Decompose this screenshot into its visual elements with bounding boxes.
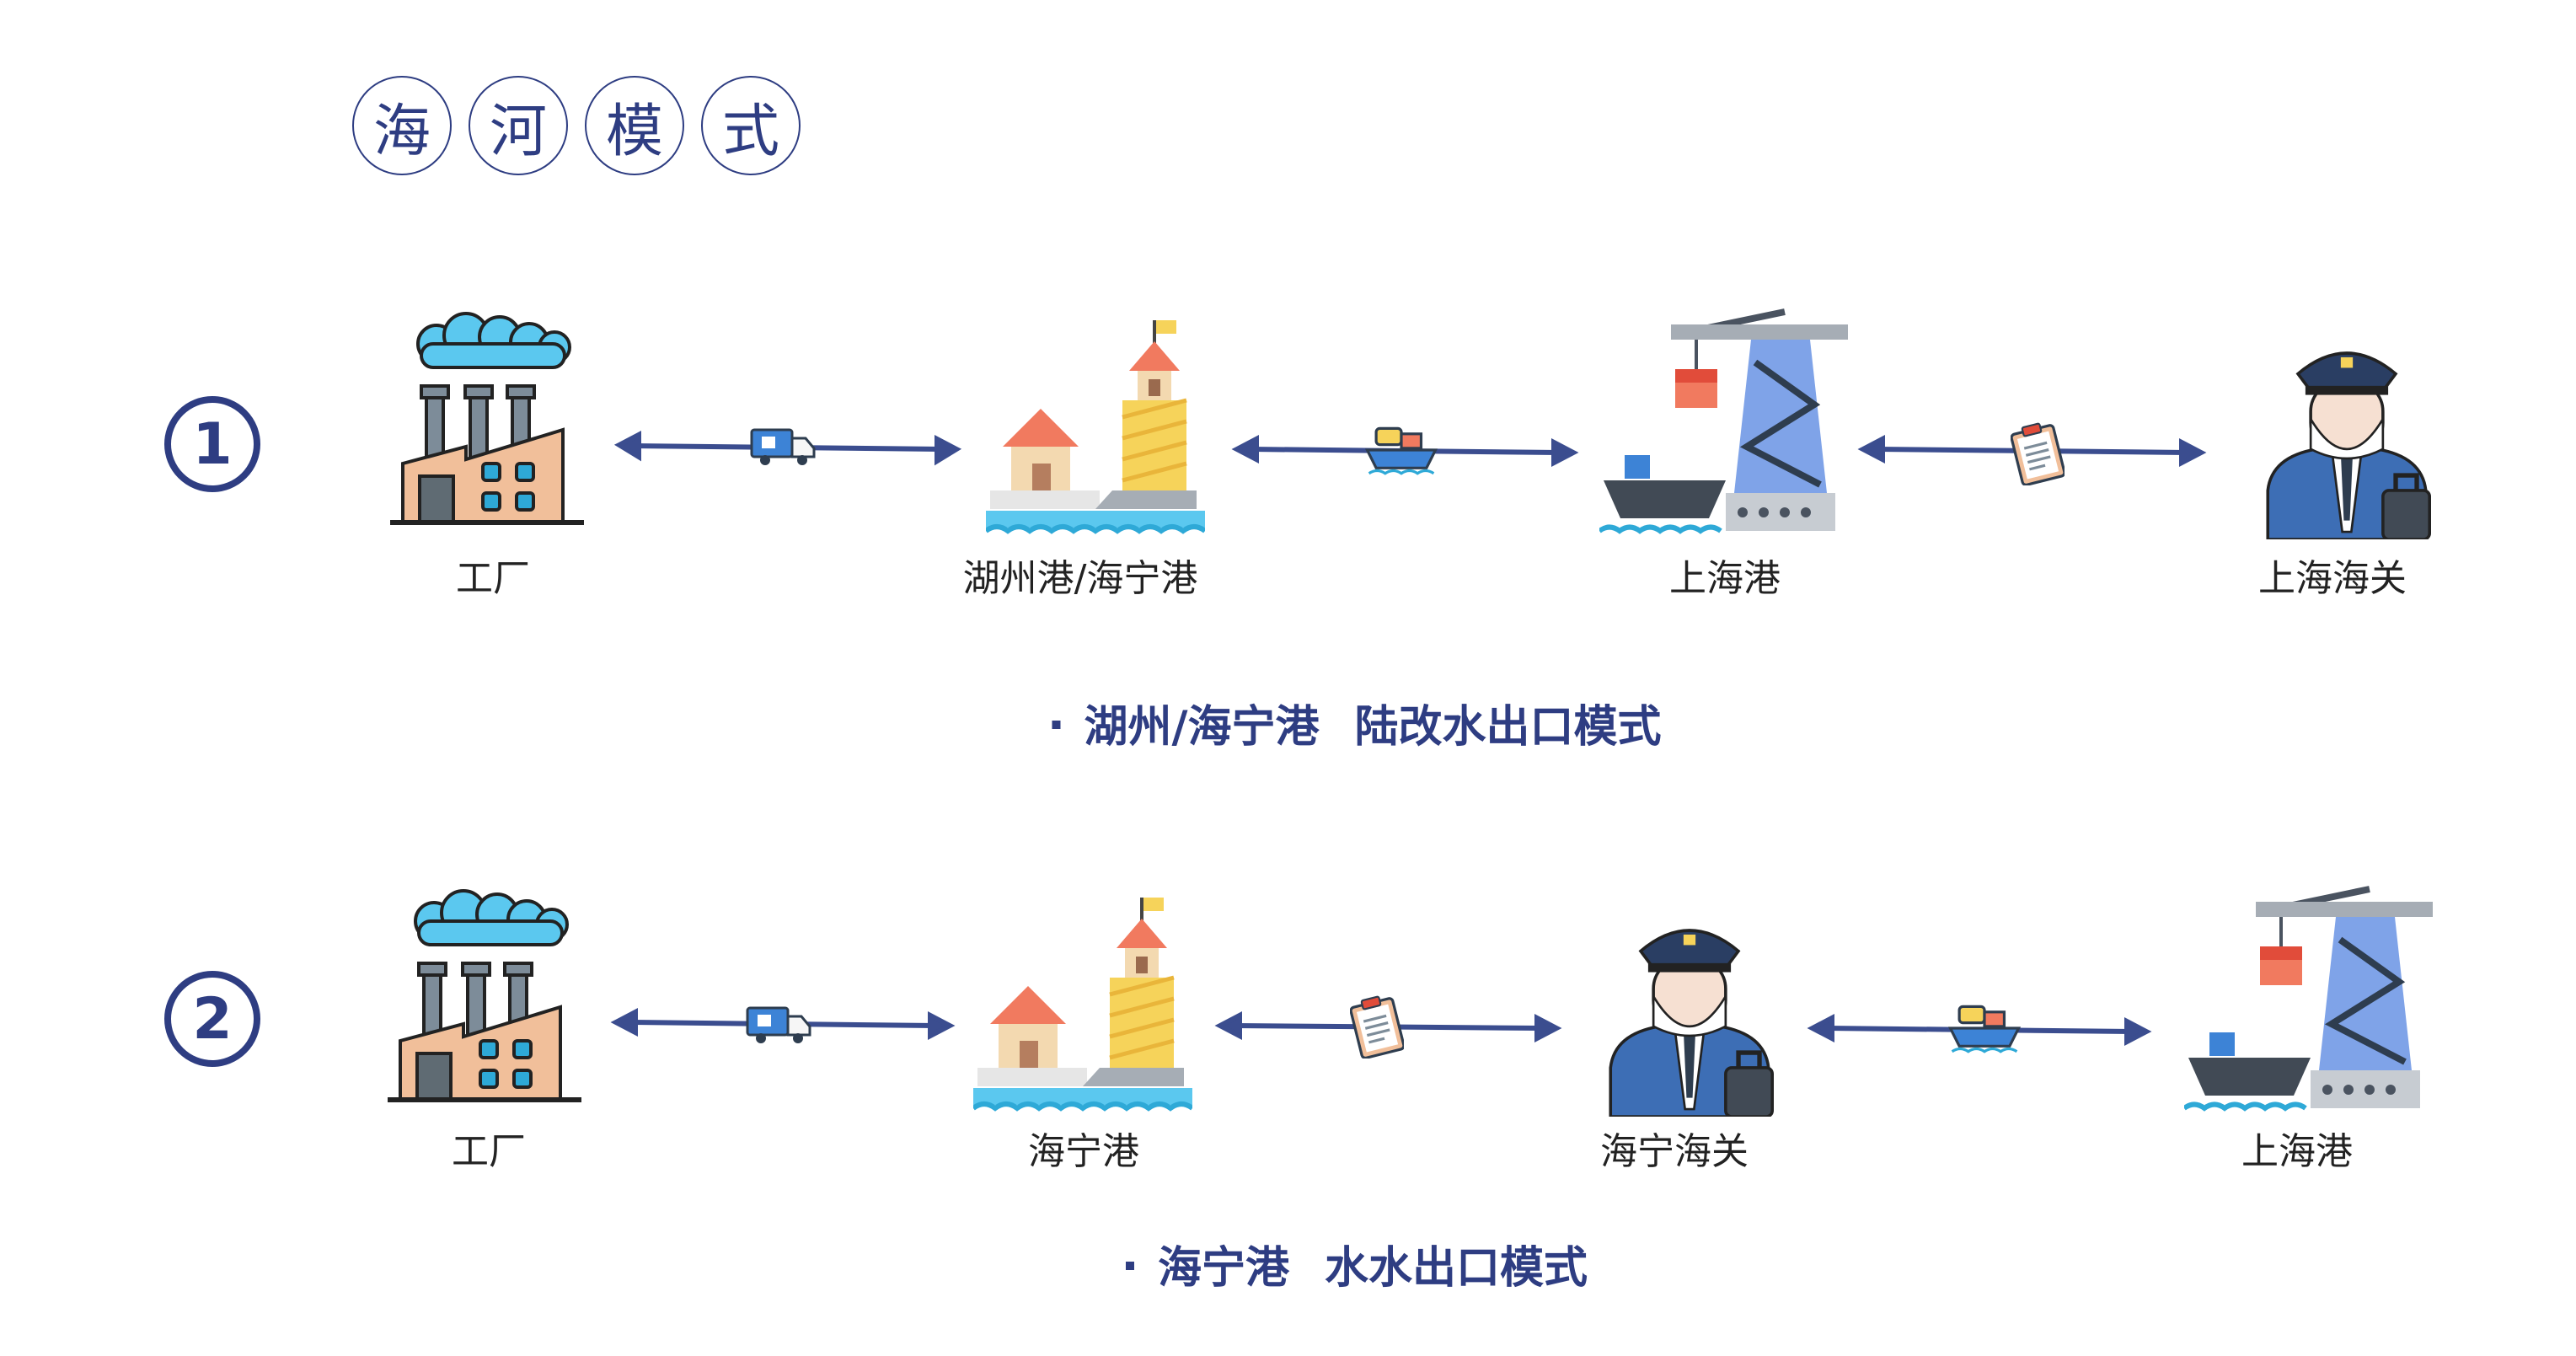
row-2-node-4-label: 上海港 [2241,1130,2353,1173]
bullet [1052,721,1061,729]
row-2-node-1-label: 工厂 [452,1130,526,1173]
row-2-node-3-label: 海宁海关 [1600,1130,1749,1173]
title-char-4: 式 [701,76,801,175]
row-1-number: 1 [164,396,260,492]
row-1-node-2-label: 湖州港/海宁港 [962,557,1198,600]
row-2-caption-part2: 水水出口模式 [1325,1243,1588,1294]
title-char-2: 河 [469,76,568,175]
truck-icon [746,1003,813,1045]
clipboard-icon [1350,994,1404,1059]
row-1-caption-part1: 湖州/海宁港 [1084,702,1320,753]
row-2-caption-part1: 海宁港 [1157,1243,1289,1294]
row-1-node-1-label: 工厂 [456,557,530,600]
row-1-caption: 湖州/海宁港陆改水出口模式 [1052,691,1662,754]
row-2-number: 2 [164,971,260,1067]
row-2-caption: 海宁港水水出口模式 [1125,1232,1588,1295]
bullet [1125,1262,1134,1270]
row-1-caption-part2: 陆改水出口模式 [1354,702,1662,753]
row-1-node-3-label: 上海港 [1669,557,1781,600]
boat-icon [1948,1001,2021,1055]
row-2-node-2-label: 海宁港 [1028,1130,1139,1173]
page-title: 海 河 模 式 [352,76,817,175]
row-1-node-4-label: 上海海关 [2258,557,2407,600]
title-char-1: 海 [352,76,452,175]
title-char-3: 模 [585,76,684,175]
